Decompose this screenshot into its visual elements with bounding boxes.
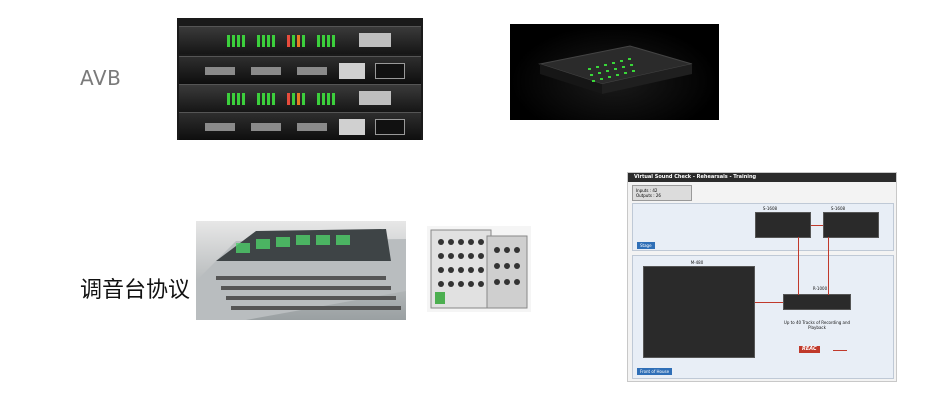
rack-unit-back	[179, 56, 421, 84]
reac-logo: REAC	[799, 346, 820, 353]
s1608-right-device	[823, 212, 879, 238]
stage-link-arrow	[811, 225, 823, 226]
m480-console	[643, 266, 755, 358]
virtual-sound-check-diagram: Virtual Sound Check - Rehearsals - Train…	[627, 172, 897, 382]
rack-unit-front-2	[179, 84, 421, 112]
mixing-console-graphic	[196, 229, 406, 320]
avb-label: AVB	[80, 66, 122, 90]
r1000-device	[783, 294, 851, 310]
r1000-label: R-1000	[812, 286, 828, 291]
mixing-console-image	[196, 221, 406, 320]
stage-to-r1000-arrow	[798, 237, 799, 295]
stagebox-graphic	[430, 229, 528, 309]
outputs-count: Outputs : 26	[636, 193, 661, 198]
diagram-title: Virtual Sound Check - Rehearsals - Train…	[628, 173, 896, 182]
stage-tag: Stage	[637, 242, 655, 249]
rack-unit-back-2	[179, 112, 421, 140]
console-protocol-label: 调音台协议	[80, 278, 191, 303]
avb-rack-units-image	[177, 18, 423, 140]
foh-zone: M-480 R-1000 Up to 40 Tracks of Recordin…	[632, 255, 894, 379]
stagebox-image	[427, 226, 531, 312]
reac-arrow	[833, 350, 847, 351]
s1608-left-label: S-1608	[762, 206, 778, 211]
stage-zone: S-1608 S-1608 Stage	[632, 203, 894, 251]
recording-caption: Up to 40 Tracks of Recording and Playbac…	[783, 320, 851, 330]
m480-r1000-arrow	[755, 302, 783, 303]
io-count-box: Inputs : 42 Outputs : 26	[632, 185, 692, 201]
inputs-count: Inputs : 42	[636, 188, 658, 193]
avb-switch-graphic	[538, 45, 693, 94]
avb-switch-image	[510, 24, 719, 120]
stage-to-r1000-arrow-2	[828, 237, 829, 295]
s1608-left-device	[755, 212, 811, 238]
foh-tag: Front of House	[637, 368, 673, 375]
m480-label: M-480	[690, 260, 704, 265]
rack-unit-front	[179, 26, 421, 54]
s1608-right-label: S-1608	[830, 206, 846, 211]
